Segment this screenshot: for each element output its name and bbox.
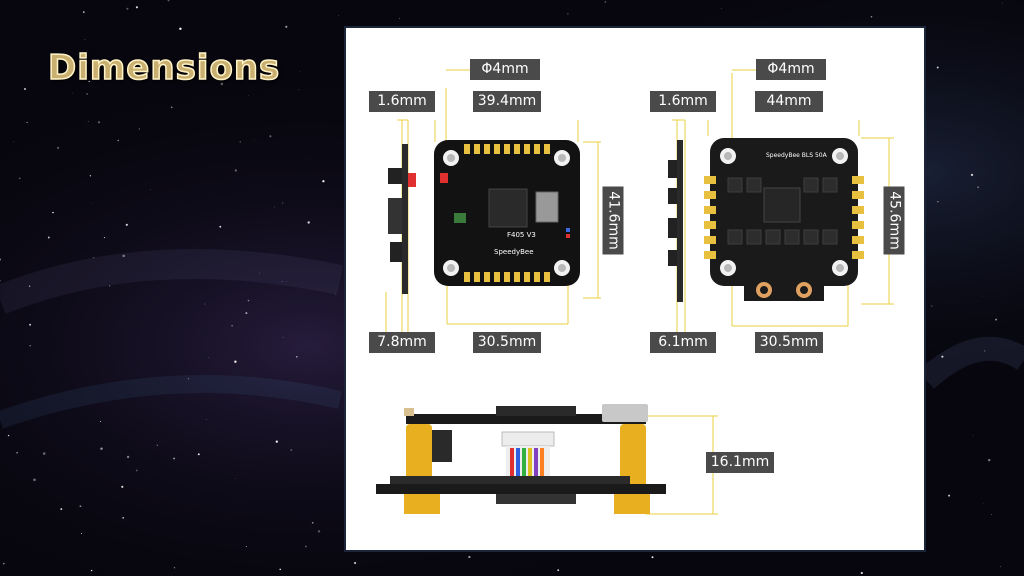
dimension-diagram-panel: F405 V3 SpeedyBee SpeedyBee BLS 50A <box>344 26 926 552</box>
fc-side-view <box>388 144 416 294</box>
esc-side-view <box>668 140 683 302</box>
esc-stack-height-label: 6.1mm <box>650 332 716 353</box>
fc-brand-text: SpeedyBee <box>494 248 534 256</box>
fc-model-text: F405 V3 <box>507 231 536 239</box>
esc-board <box>704 138 864 301</box>
esc-width-label: 44mm <box>755 91 823 112</box>
fc-height-label: 41.6mm <box>602 186 624 255</box>
page-title: Dimensions <box>47 47 281 89</box>
esc-hole-diameter-label: Φ4mm <box>756 59 826 80</box>
stack-side-view <box>376 404 666 514</box>
fc-stack-height-label: 7.8mm <box>369 332 435 353</box>
dimension-drawing: F405 V3 SpeedyBee SpeedyBee BLS 50A <box>376 69 894 515</box>
fc-thickness-label: 1.6mm <box>369 91 435 112</box>
fc-board <box>434 140 580 286</box>
esc-mount-spacing-label: 30.5mm <box>755 332 823 353</box>
esc-height-label: 45.6mm <box>883 186 905 255</box>
esc-label-text: SpeedyBee BLS 50A <box>766 152 828 159</box>
fc-width-label: 39.4mm <box>473 91 541 112</box>
esc-thickness-label: 1.6mm <box>650 91 716 112</box>
stack-total-height-label: 16.1mm <box>706 452 774 473</box>
fc-mount-spacing-label: 30.5mm <box>473 332 541 353</box>
fc-hole-diameter-label: Φ4mm <box>470 59 540 80</box>
